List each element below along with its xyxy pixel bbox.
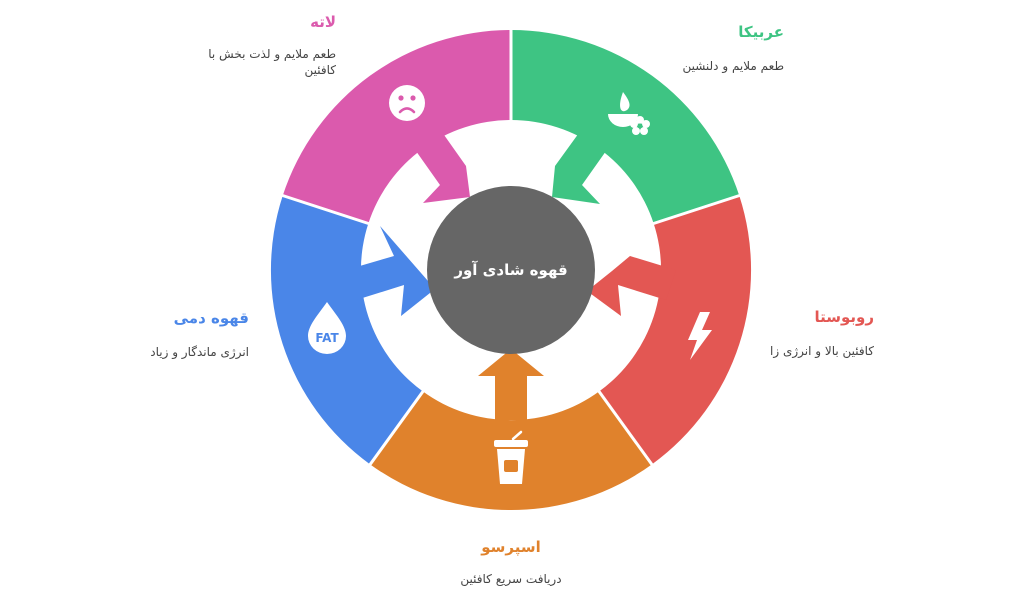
arabica-description: طعم ملایم و دلنشین [682, 59, 784, 73]
sad-face-icon [389, 85, 425, 121]
center-label: قهوه شادی آور [453, 261, 567, 279]
center-circle [427, 186, 595, 354]
arrow-arabica [552, 108, 623, 204]
robusta-description: کافئین بالا و انرژی زا [770, 344, 874, 358]
lightning-icon [688, 312, 712, 360]
segment-brewed [270, 195, 423, 465]
label-espresso: اسپرسو دریافت سریع کافئین [411, 537, 611, 587]
espresso-title: اسپرسو [481, 538, 541, 556]
segment-latte [282, 29, 511, 224]
latte-description: طعم ملایم و لذت بخش با کافئین [208, 46, 336, 78]
label-robusta: روبوستا کافئین بالا و انرژی زا [770, 307, 874, 359]
label-arabica: عربیکا طعم ملایم و دلنشین [682, 22, 784, 74]
latte-description-line-2: کافئین [304, 63, 336, 77]
arabica-title: عربیکا [738, 23, 784, 41]
latte-description-line-1: طعم ملایم و لذت بخش با [208, 47, 336, 61]
segment-robusta [599, 195, 752, 465]
robusta-title: روبوستا [814, 308, 874, 326]
segment-dividers [280, 28, 742, 467]
cup-icon [494, 430, 528, 484]
arrow-robusta [587, 256, 676, 316]
label-latte: لاته طعم ملایم و لذت بخش با کافئین [208, 12, 336, 78]
label-brewed: قهوه دمی انرژی ماندگار و زیاد [150, 308, 249, 360]
fat-drop-icon: FAT [308, 302, 346, 354]
svg-text:FAT: FAT [315, 331, 339, 345]
flame-flower-icon [608, 92, 650, 135]
arrow-espresso [478, 349, 544, 420]
brewed-description: انرژی ماندگار و زیاد [150, 345, 249, 359]
arrow-brewed [346, 226, 435, 316]
latte-title: لاته [310, 13, 336, 31]
brewed-title: قهوه دمی [173, 309, 249, 327]
espresso-description: دریافت سریع کافئین [460, 572, 562, 586]
arrow-latte [399, 108, 470, 203]
